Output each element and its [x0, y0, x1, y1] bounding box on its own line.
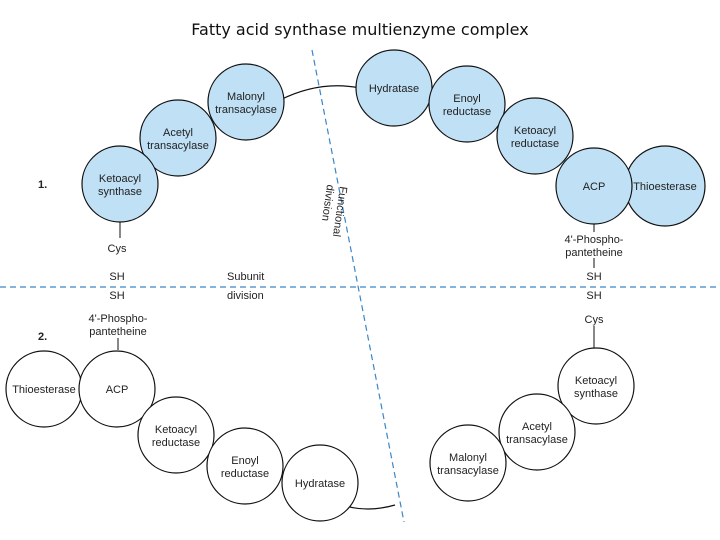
- enzyme-hydratase-top: Hydratase: [355, 49, 433, 127]
- enzyme-label-line: transacylase: [215, 104, 277, 116]
- enzyme-thioesterase-top: Thioesterase: [624, 145, 706, 227]
- enzyme-label-line: Malonyl: [449, 452, 487, 464]
- functional-division-text: division: [319, 184, 336, 222]
- subunit-number-2: 2.: [38, 331, 47, 343]
- subunit-number-1: 1.: [38, 179, 47, 191]
- enzyme-ketoacyl-reductase-bottom: Ketoacyl reductase: [137, 396, 215, 474]
- phospho-label-left: 4'-Phospho-: [89, 313, 148, 325]
- enzyme-enoyl-reductase-bottom: Enoyl reductase: [206, 427, 284, 505]
- enzyme-label-line: Ketoacyl: [99, 173, 141, 185]
- phospho-label-right: 4'-Phospho-: [565, 234, 624, 246]
- enzyme-label-line: transacylase: [147, 140, 209, 152]
- enzyme-label-line: Enoyl: [231, 455, 259, 467]
- enzyme-malonyl-transacylase-bottom: Malonyl transacylase: [429, 424, 507, 502]
- enzyme-label-line: Acetyl: [522, 421, 552, 433]
- enzyme-label-line: Ketoacyl: [155, 424, 197, 436]
- enzyme-acetyl-transacylase-top: Acetyl transacylase: [139, 99, 217, 177]
- enzyme-label-line: reductase: [221, 468, 269, 480]
- enzyme-acp-bottom: ACP: [78, 350, 156, 428]
- sh-label-right-top: SH: [586, 271, 601, 283]
- enzyme-label-line: Thioesterase: [633, 181, 697, 193]
- enzyme-label-line: Thioesterase: [12, 384, 76, 396]
- phospho-label-right: pantetheine: [565, 247, 623, 259]
- enzyme-label-line: Enoyl: [453, 93, 481, 105]
- subunit-division-label: Subunit: [227, 271, 264, 283]
- functional-division-line: [311, 49, 405, 523]
- enzyme-label-line: Acetyl: [163, 127, 193, 139]
- enzyme-label-line: ACP: [583, 181, 606, 193]
- enzyme-ketoacyl-reductase-top: Ketoacyl reductase: [496, 97, 574, 175]
- enzyme-acp-top: ACP: [555, 147, 633, 225]
- enzyme-label-line: reductase: [152, 437, 200, 449]
- cys-label-left: Cys: [108, 243, 127, 255]
- enzyme-label-line: reductase: [511, 138, 559, 150]
- functional-division-label: Functional division: [319, 184, 349, 238]
- enzyme-label-line: ACP: [106, 384, 129, 396]
- sh-label-left-bottom: SH: [109, 290, 124, 302]
- enzyme-label-line: transacylase: [437, 465, 499, 477]
- enzyme-thioesterase-bottom: Thioesterase: [5, 350, 83, 428]
- enzyme-label-line: Malonyl: [227, 91, 265, 103]
- enzyme-acetyl-transacylase-bottom: Acetyl transacylase: [498, 393, 576, 471]
- cys-label-right: Cys: [585, 314, 604, 326]
- enzyme-malonyl-transacylase-top: Malonyl transacylase: [207, 63, 285, 141]
- subunit-division-label: division: [227, 290, 264, 302]
- sh-label-left-top: SH: [109, 271, 124, 283]
- enzyme-label-line: Hydratase: [369, 83, 419, 95]
- enzyme-label-line: Ketoacyl: [514, 125, 556, 137]
- enzyme-label-line: Ketoacyl: [575, 375, 617, 387]
- sh-label-right-bottom: SH: [586, 290, 601, 302]
- enzyme-label-line: synthase: [574, 388, 618, 400]
- enzyme-label-line: transacylase: [506, 434, 568, 446]
- phospho-label-left: pantetheine: [89, 326, 147, 338]
- top-backbone-arc: [279, 85, 361, 101]
- enzyme-hydratase-bottom: Hydratase: [281, 444, 359, 522]
- enzyme-ketoacyl-synthase-top: Ketoacyl synthase: [81, 145, 159, 223]
- diagram-title: Fatty acid synthase multienzyme complex: [191, 20, 529, 39]
- enzyme-label-line: Hydratase: [295, 478, 345, 490]
- enzyme-label-line: reductase: [443, 106, 491, 118]
- enzyme-ketoacyl-synthase-bottom: Ketoacyl synthase: [557, 347, 635, 425]
- enzyme-enoyl-reductase-top: Enoyl reductase: [428, 65, 506, 143]
- enzyme-label-line: synthase: [98, 186, 142, 198]
